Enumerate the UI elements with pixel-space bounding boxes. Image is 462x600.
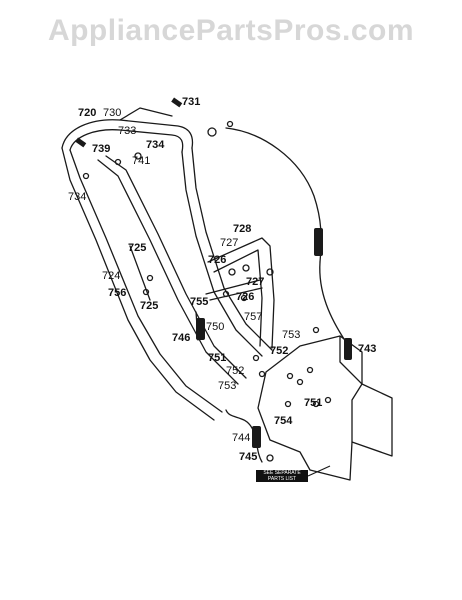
control-cable [225, 127, 322, 263]
callout-743: 743 [358, 343, 377, 355]
callout-726-a: 726 [208, 254, 227, 266]
callout-727-b: 727 [246, 276, 265, 288]
callout-753-a: 753 [282, 329, 301, 341]
spring-750 [196, 318, 205, 340]
callout-728: 728 [233, 223, 252, 235]
callout-720: 720 [78, 107, 97, 119]
callout-750: 750 [206, 321, 225, 333]
spring-743 [344, 338, 352, 360]
callout-751-a: 751 [208, 352, 227, 364]
bracket-plate-edge [339, 335, 363, 443]
callout-725-b: 725 [140, 300, 159, 312]
spring-744 [252, 426, 261, 448]
callout-727-a: 727 [220, 237, 239, 249]
callout-754: 754 [274, 415, 293, 427]
right-handle-tube-a [181, 151, 263, 357]
callout-757: 757 [244, 311, 263, 323]
watermark: AppliancePartsPros.com [47, 14, 415, 47]
lower-crossbar [205, 279, 263, 301]
upper-handle-crossbar [119, 107, 173, 121]
callout-756: 756 [108, 287, 127, 299]
right-handle-tube-b [191, 147, 273, 351]
callout-745: 745 [239, 451, 258, 463]
spring-upper-cable [314, 228, 323, 256]
grip-739 [75, 137, 87, 148]
middle-rod-a [97, 159, 239, 385]
callout-752-a: 752 [270, 345, 289, 357]
callout-751-b: 751 [304, 397, 323, 409]
latch-rod [129, 245, 151, 301]
callout-724: 724 [102, 270, 121, 282]
callout-739: 739 [92, 143, 111, 155]
callout-746: 746 [172, 332, 191, 344]
lower-frame-b [213, 249, 263, 347]
callout-741: 741 [132, 155, 151, 167]
callout-752-b: 752 [226, 365, 245, 377]
callout-734-a: 734 [146, 139, 165, 151]
lower-frame-a [207, 237, 275, 349]
left-handle-tube-a [61, 147, 215, 421]
lower-cable [319, 261, 347, 343]
callout-730: 730 [103, 107, 122, 119]
callout-725-a: 725 [128, 242, 147, 254]
bracket-plate [257, 335, 393, 481]
callout-753-b: 753 [218, 380, 237, 392]
grip-731 [171, 97, 183, 108]
callout-755: 755 [190, 296, 209, 308]
tag-leader [307, 465, 331, 477]
callout-734-b: 734 [68, 191, 87, 203]
middle-rod-b [105, 155, 247, 379]
callout-733: 733 [118, 125, 137, 137]
callout-744: 744 [232, 432, 251, 444]
callout-726-b: 726 [236, 291, 255, 303]
separate-parts-list-tag: SEE SEPARATE PARTS LIST [256, 470, 308, 482]
left-handle-tube-b [69, 149, 223, 413]
callout-731: 731 [182, 96, 201, 108]
